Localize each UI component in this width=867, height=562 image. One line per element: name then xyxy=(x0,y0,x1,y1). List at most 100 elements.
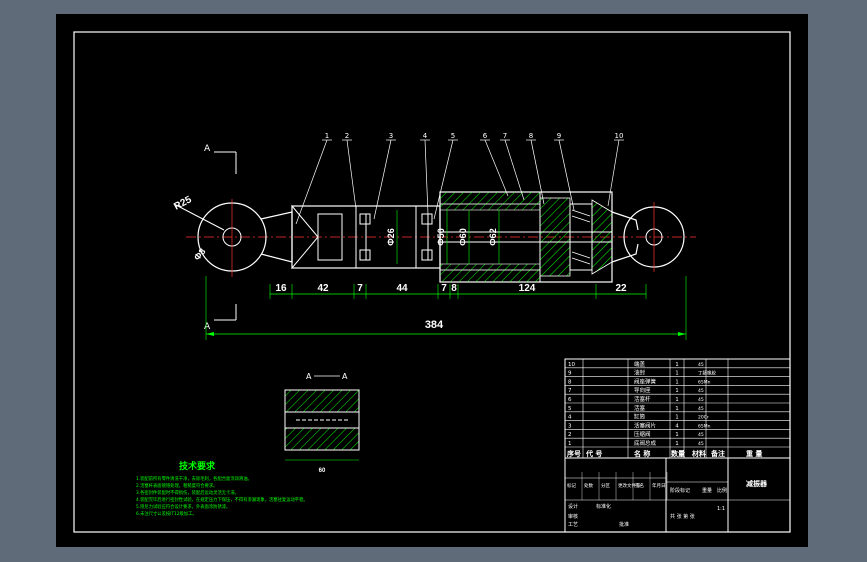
overall-dimension: 384 xyxy=(205,276,687,340)
bom-qty: 1 xyxy=(675,406,679,412)
inner-border xyxy=(73,31,791,533)
bom-qty: 1 xyxy=(675,362,679,368)
bore-label: Φ26 xyxy=(386,228,396,245)
bom-mat: 65Mn xyxy=(698,423,711,429)
bom-header-cell: 重 量 xyxy=(746,449,762,458)
technical-requirements: 技术要求 1.装配前所有零件清洗干净，去除毛刺，各配合面涂润滑油。2.活塞杆表面… xyxy=(136,460,308,517)
bom-mat: 丁腈橡胶 xyxy=(698,370,716,377)
balloon-5: 5 xyxy=(451,132,455,140)
tb-stage: 阶段标记 xyxy=(670,487,690,494)
bom-mat: 45 xyxy=(698,406,704,412)
tech-note: 4.装配完毕后进行密封性试验，在规定压力下保压，不得有渗漏现象，活塞往复运动平稳… xyxy=(136,496,308,503)
section-view-title-a1: A xyxy=(306,372,312,381)
balloon-6: 6 xyxy=(483,132,488,140)
section-width: 60 xyxy=(319,468,326,474)
bom-no: 7 xyxy=(568,388,572,394)
bom-qty: 1 xyxy=(675,441,679,447)
bom-name: 阀座弹簧 xyxy=(634,377,657,385)
bom-no: 5 xyxy=(568,406,572,412)
tb-design: 设计 xyxy=(568,503,578,510)
bom-no: 8 xyxy=(568,379,572,385)
bom-mat: 45 xyxy=(698,432,704,438)
tech-note: 3.各密封件装配时不得损伤，装配后运动灵活无卡滞。 xyxy=(136,489,239,496)
bom-header-cell: 名 称 xyxy=(634,449,650,458)
section-label-bottom: A xyxy=(204,322,211,332)
bom-no: 2 xyxy=(568,432,572,438)
bom-no: 10 xyxy=(568,362,575,368)
bom-no: 3 xyxy=(568,423,572,429)
dim-segment: 7 xyxy=(357,283,363,294)
bom-name: 端盖 xyxy=(634,360,646,368)
balloon-9: 9 xyxy=(557,132,561,140)
tech-title: 技术要求 xyxy=(179,460,216,472)
balloon-4: 4 xyxy=(423,132,428,140)
bore-diameters: Φ26 Φ50 Φ60 Φ62 xyxy=(386,210,500,264)
bom-name: 导向座 xyxy=(634,386,651,394)
bom-qty: 1 xyxy=(675,371,679,377)
title-block-cell: 年月日 xyxy=(652,482,666,489)
bore-label: Φ50 xyxy=(436,228,446,245)
tech-note: 1.装配前所有零件清洗干净，去除毛刺，各配合面涂润滑油。 xyxy=(136,475,252,482)
bom-mat: 45 xyxy=(698,388,704,394)
tb-approve: 批准 xyxy=(619,521,629,528)
dim-segment: 16 xyxy=(275,283,287,294)
bom-qty: 1 xyxy=(675,415,679,421)
bom-qty: 4 xyxy=(675,423,679,429)
dim-segment: 124 xyxy=(519,283,536,294)
bore-label: Φ62 xyxy=(488,228,498,245)
section-label-top: A xyxy=(204,144,211,154)
bom-name: 活塞 xyxy=(634,404,646,412)
bom-header-cell: 数量 xyxy=(671,449,685,458)
bom-header-cell: 备注 xyxy=(710,449,725,458)
section-marks: A A xyxy=(204,144,237,332)
tb-check: 审核 xyxy=(568,513,578,520)
bom-name: 底阀总成 xyxy=(634,439,657,447)
bom-qty: 1 xyxy=(675,388,679,394)
dim-segment: 8 xyxy=(451,283,457,294)
tb-title: 减振器 xyxy=(746,479,768,488)
bom-mat: 20Cr xyxy=(698,415,709,421)
bore-label: Φ60 xyxy=(458,228,468,245)
overall-length: 384 xyxy=(425,319,444,331)
hole-dia-label: Φ8 xyxy=(192,246,208,262)
dim-segment: 7 xyxy=(441,283,447,294)
radius-label: R25 xyxy=(172,194,194,213)
dim-segment: 44 xyxy=(396,283,408,294)
bom-mat: 45 xyxy=(698,362,704,368)
tech-note: 5.阻尼力试验应符合设计要求，外表面涂防锈漆。 xyxy=(136,503,230,510)
bom-mat: 65Mn xyxy=(698,379,711,385)
balloon-3: 3 xyxy=(389,132,393,140)
bom-no: 4 xyxy=(568,415,572,421)
eye-annotations: R25 Φ8 xyxy=(172,194,225,262)
section-view-aa: A A 60 xyxy=(284,372,360,474)
tb-weight: 重量 xyxy=(702,487,712,494)
bom-name: 油封 xyxy=(634,369,646,377)
balloon-1: 1 xyxy=(325,132,329,140)
bom-name: 缸筒 xyxy=(634,413,646,421)
balloon-8: 8 xyxy=(529,132,533,140)
bom-qty: 1 xyxy=(675,397,679,403)
title-block-cell: 标记 xyxy=(567,482,576,489)
section-view-title-a2: A xyxy=(342,372,348,381)
tech-note: 2.活塞杆表面镀铬处理，粗糙度符合要求。 xyxy=(136,482,217,489)
title-block-cell: 分区 xyxy=(601,482,610,489)
bom-qty: 1 xyxy=(675,379,679,385)
tb-scale: 比例 xyxy=(717,487,727,494)
bom-mat: 45 xyxy=(698,441,704,447)
title-block-cell: 签名 xyxy=(635,482,644,489)
bom-qty: 1 xyxy=(675,432,679,438)
bom-no: 9 xyxy=(568,371,572,377)
bom-no: 1 xyxy=(568,441,572,447)
tb-proc: 工艺 xyxy=(568,522,578,528)
bom-name: 活塞杆 xyxy=(634,395,651,403)
tech-note: 6.未注尺寸公差按IT12级加工。 xyxy=(136,510,197,517)
balloon-10: 10 xyxy=(615,132,624,140)
tb-sheet: 共 张 第 张 xyxy=(670,513,695,520)
tb-ratio: 1:1 xyxy=(717,506,725,512)
shock-absorber-assembly xyxy=(186,191,696,283)
bom-mat: 45 xyxy=(698,397,704,403)
